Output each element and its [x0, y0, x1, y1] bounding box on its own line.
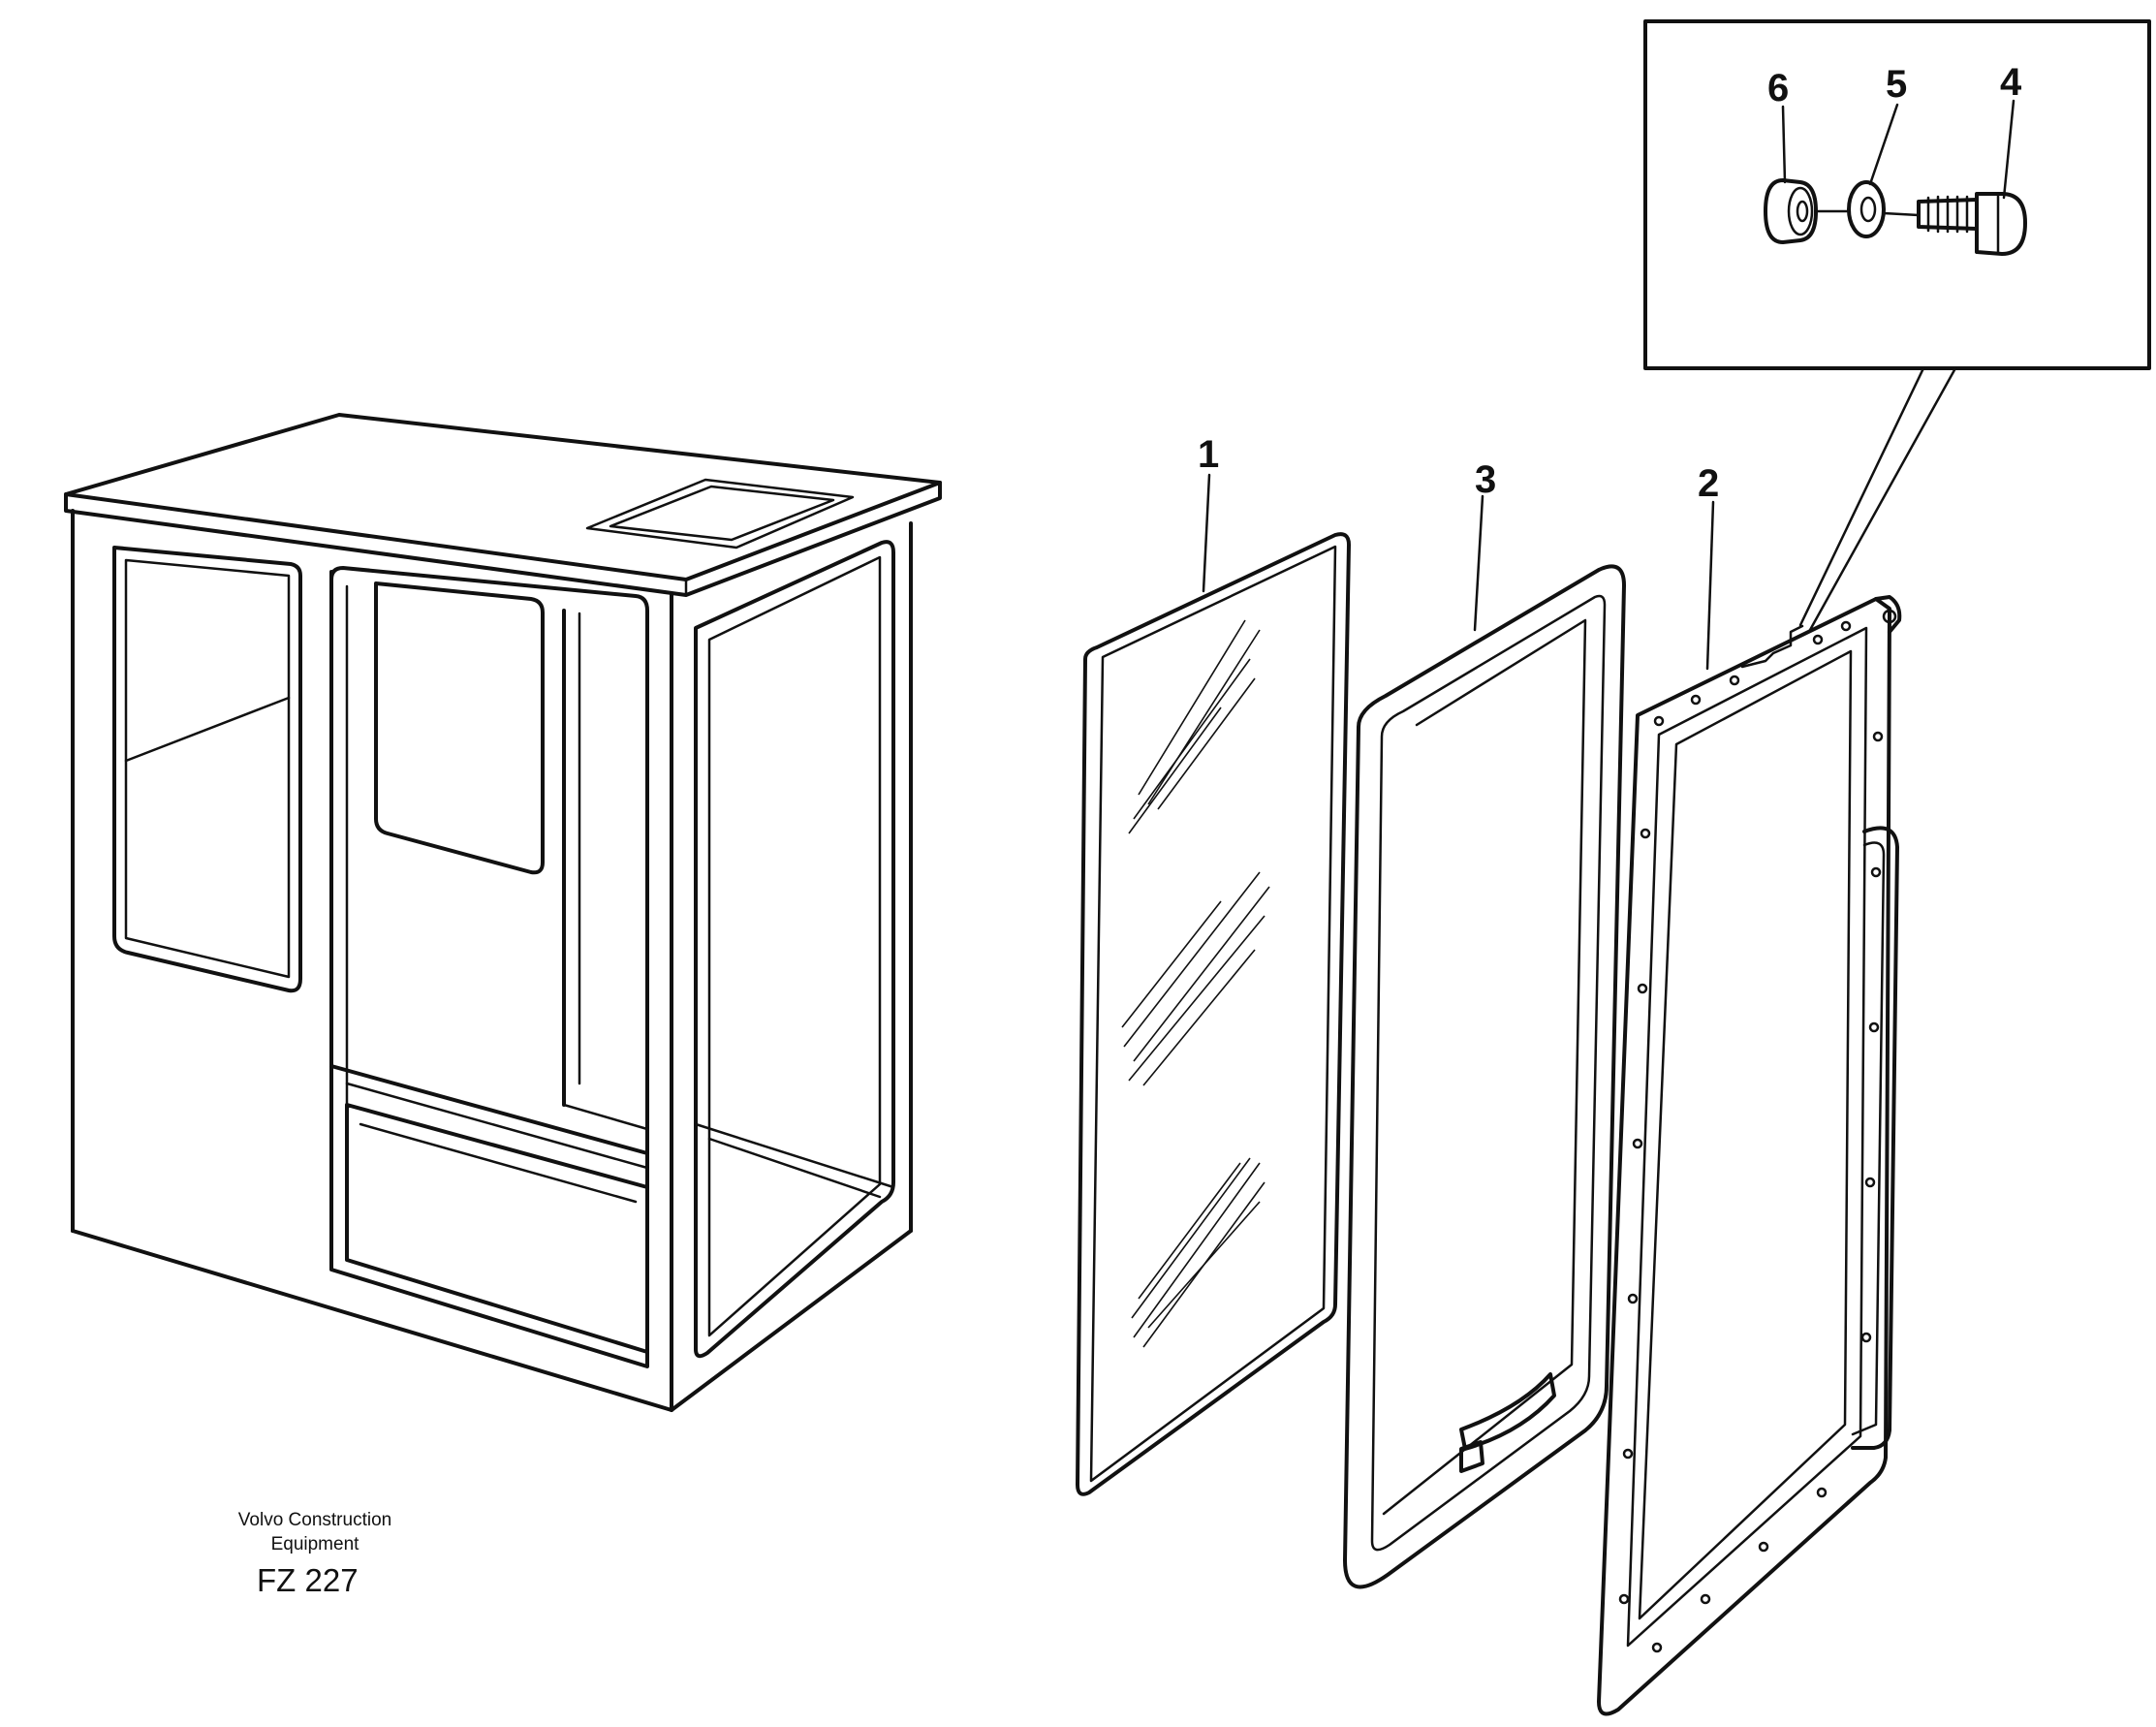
- cab-illustration: [64, 413, 942, 1412]
- manufacturer-line-2: Equipment: [270, 1534, 359, 1554]
- callout-4: 4: [2000, 61, 2022, 104]
- part-2-window-frame: [1597, 595, 1902, 1716]
- detail-inset-box: [1643, 19, 2151, 632]
- part-5-washer: [1814, 180, 1886, 238]
- part-1-glass-pane: [1076, 532, 1351, 1496]
- manufacturer-label: Volvo Construction Equipment: [194, 1508, 436, 1556]
- callout-3: 3: [1475, 458, 1496, 501]
- part-3-rubber-seal: [1343, 564, 1626, 1589]
- cab-roof: [64, 413, 942, 597]
- part-6-nut: [1764, 178, 1818, 244]
- part-4-bolt: [1882, 192, 2027, 256]
- callout-5: 5: [1886, 63, 1907, 106]
- callout-2: 2: [1698, 462, 1719, 505]
- callout-leaders: [1202, 99, 2015, 671]
- manufacturer-line-1: Volvo Construction: [237, 1510, 392, 1530]
- figure-code: FZ 227: [257, 1562, 359, 1598]
- callout-1: 1: [1198, 433, 1219, 476]
- callout-6: 6: [1767, 67, 1789, 110]
- cab-body: [71, 509, 913, 1412]
